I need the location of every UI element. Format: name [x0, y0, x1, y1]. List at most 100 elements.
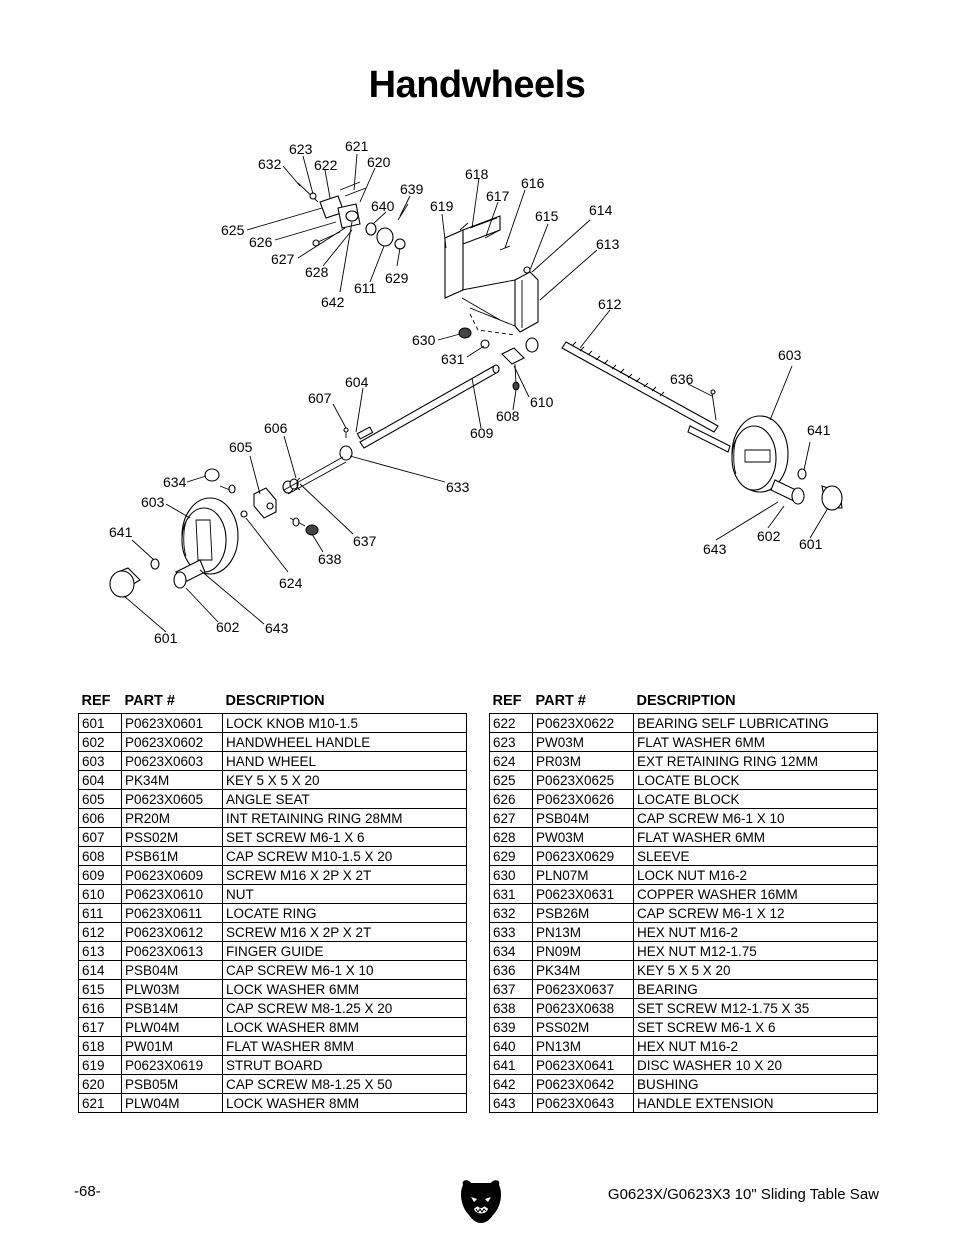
- part-number-cell: P0623X0638: [532, 998, 634, 1018]
- callout-640: 640: [371, 198, 395, 214]
- description-cell: LOCK NUT M16-2: [633, 865, 878, 885]
- right-handwheel: [687, 415, 843, 511]
- ref-cell: 617: [78, 1017, 122, 1037]
- callout-631: 631: [441, 351, 465, 367]
- callout-632: 632: [258, 156, 282, 172]
- callout-617: 617: [486, 188, 510, 204]
- description-cell: SET SCREW M12-1.75 X 35: [633, 998, 878, 1018]
- callout-641-left: 641: [109, 524, 133, 540]
- ref-cell: 640: [489, 1036, 533, 1056]
- part-number-cell: PLW04M: [121, 1093, 223, 1113]
- callout-633: 633: [446, 479, 470, 495]
- ref-cell: 626: [489, 789, 533, 809]
- part-number-cell: PSB61M: [121, 846, 223, 866]
- callout-638: 638: [318, 551, 342, 567]
- description-cell: COPPER WASHER 16MM: [633, 884, 878, 904]
- callout-634: 634: [163, 474, 187, 490]
- part-number-cell: P0623X0642: [532, 1074, 634, 1094]
- description-cell: FLAT WASHER 6MM: [633, 732, 878, 752]
- description-cell: STRUT BOARD: [222, 1055, 467, 1075]
- ref-cell: 620: [78, 1074, 122, 1094]
- description-cell: KEY 5 X 5 X 20: [633, 960, 878, 980]
- callout-602-right: 602: [757, 528, 781, 544]
- description-cell: CAP SCREW M8-1.25 X 50: [222, 1074, 467, 1094]
- ref-cell: 628: [489, 827, 533, 847]
- callout-608: 608: [496, 408, 520, 424]
- ref-cell: 602: [78, 732, 122, 752]
- part-number-cell: PSB05M: [121, 1074, 223, 1094]
- callout-629: 629: [385, 270, 409, 286]
- ref-cell: 630: [489, 865, 533, 885]
- callout-642: 642: [321, 294, 345, 310]
- ref-cell: 627: [489, 808, 533, 828]
- ref-cell: 621: [78, 1093, 122, 1113]
- ref-cell: 612: [78, 922, 122, 942]
- description-cell: CAP SCREW M8-1.25 X 20: [222, 998, 467, 1018]
- col-header-ref: REF: [81, 692, 111, 709]
- part-number-cell: P0623X0619: [121, 1055, 223, 1075]
- part-number-cell: PSB14M: [121, 998, 223, 1018]
- description-cell: DISC WASHER 10 X 20: [633, 1055, 878, 1075]
- callout-627: 627: [271, 251, 295, 267]
- description-cell: HAND WHEEL: [222, 751, 467, 771]
- description-cell: KEY 5 X 5 X 20: [222, 770, 467, 790]
- description-cell: LOCATE BLOCK: [633, 789, 878, 809]
- callout-641-right: 641: [807, 422, 831, 438]
- ref-cell: 613: [78, 941, 122, 961]
- ref-cell: 641: [489, 1055, 533, 1075]
- part-number-cell: P0623X0605: [121, 789, 223, 809]
- part-number-cell: PR03M: [532, 751, 634, 771]
- part-number-cell: PW01M: [121, 1036, 223, 1056]
- part-number-cell: PSB26M: [532, 903, 634, 923]
- callout-607: 607: [308, 390, 332, 406]
- part-number-cell: PLN07M: [532, 865, 634, 885]
- callout-636: 636: [670, 371, 694, 387]
- description-cell: SCREW M16 X 2P X 2T: [222, 922, 467, 942]
- callout-616: 616: [521, 175, 545, 191]
- ref-cell: 629: [489, 846, 533, 866]
- ref-cell: 637: [489, 979, 533, 999]
- callout-610: 610: [530, 394, 554, 410]
- description-cell: LOCK WASHER 8MM: [222, 1093, 467, 1113]
- description-cell: HANDLE EXTENSION: [633, 1093, 878, 1113]
- callout-621: 621: [345, 138, 369, 154]
- description-cell: FLAT WASHER 6MM: [633, 827, 878, 847]
- ref-cell: 636: [489, 960, 533, 980]
- part-number-cell: P0623X0601: [121, 713, 223, 733]
- description-cell: FLAT WASHER 8MM: [222, 1036, 467, 1056]
- callout-labels: 623 621 632 622 620 639 618 616 617 619 …: [109, 138, 831, 646]
- callout-625: 625: [221, 222, 245, 238]
- description-cell: SET SCREW M6-1 X 6: [222, 827, 467, 847]
- ref-cell: 639: [489, 1017, 533, 1037]
- lower-shaft: [339, 364, 500, 461]
- description-cell: LOCK KNOB M10-1.5: [222, 713, 467, 733]
- part-number-cell: PSS02M: [532, 1017, 634, 1037]
- ref-cell: 623: [489, 732, 533, 752]
- bear-head-logo-icon: [457, 1177, 505, 1225]
- ref-cell: 643: [489, 1093, 533, 1113]
- callout-639: 639: [400, 181, 424, 197]
- callout-605: 605: [229, 439, 253, 455]
- leader-lines: [123, 153, 829, 633]
